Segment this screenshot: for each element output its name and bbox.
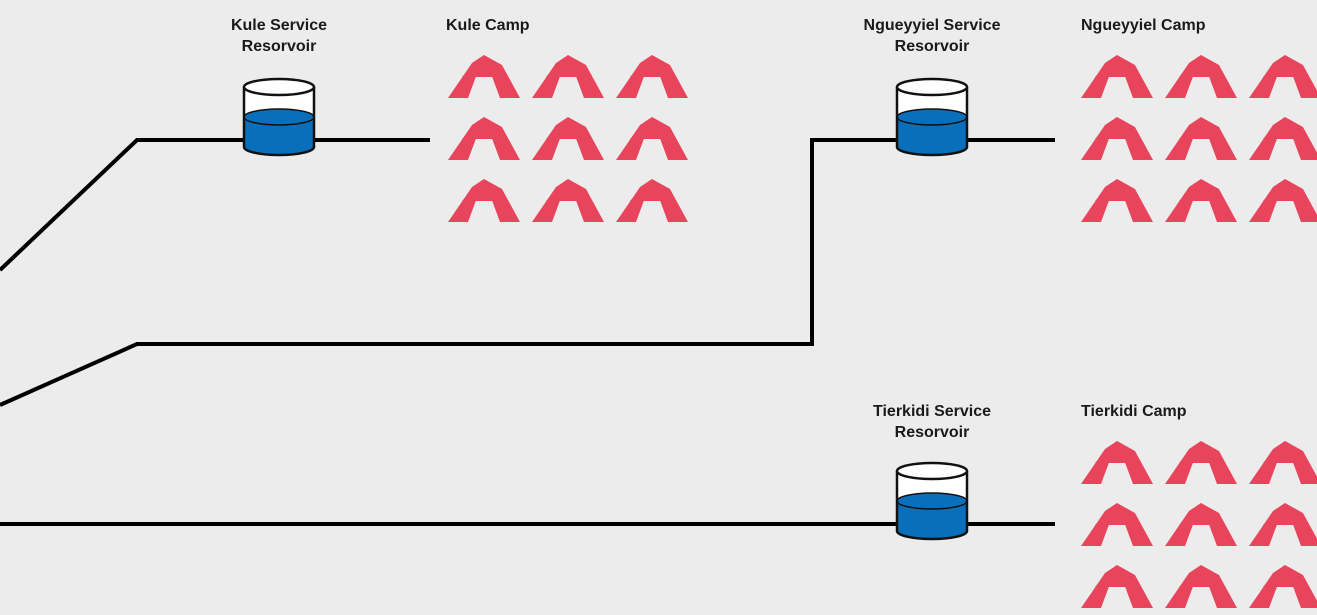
kule-tent-icon [448,55,520,98]
ngueyyiel-reservoir-label-line1: Ngueyyiel Service [863,17,1001,34]
kule-reservoir-label-line2: Resorvoir [241,38,317,55]
kule-tent-icon [616,117,688,160]
tierkidi-reservoir-label-line2: Resorvoir [894,424,970,441]
ngueyyiel-tent-icon [1249,179,1317,222]
kule-tent-icon [616,179,688,222]
tierkidi-camp-label: Tierkidi Camp [1081,403,1187,420]
ngueyyiel-tent-icon [1165,55,1237,98]
pipeline-ngueyyiel [0,138,1055,407]
tierkidi-tent-icon [1165,441,1237,484]
kule-tent-icon [532,179,604,222]
ngueyyiel-tent-icon [1249,117,1317,160]
tierkidi-tent-icon [1081,441,1153,484]
ngueyyiel-tent-icon [1081,117,1153,160]
pipeline-kule [0,138,430,272]
tierkidi-tent-icon [1249,565,1317,608]
kule-tent-icon [532,117,604,160]
tierkidi-reservoir-label: Tierkidi Service Resorvoir [840,401,1024,443]
ngueyyiel-tent-icon [1165,117,1237,160]
tierkidi-tent-icon [1081,503,1153,546]
ngueyyiel-reservoir-label: Ngueyyiel Service Resorvoir [832,15,1032,57]
kule-reservoir-label-line1: Kule Service [230,17,328,34]
kule-tent-icon [616,55,688,98]
tierkidi-tent-icon [1249,441,1317,484]
ngueyyiel-tent-icon [1249,55,1317,98]
tierkidi-tent-icon [1165,503,1237,546]
tierkidi-reservoir-label-line1: Tierkidi Service [873,403,991,420]
kule-water-tank-icon [242,77,316,157]
kule-tent-icon [448,179,520,222]
ngueyyiel-tent-icon [1165,179,1237,222]
kule-camp-label: Kule Camp [446,17,530,34]
tierkidi-tent-icon [1081,565,1153,608]
tierkidi-tent-icon [1249,503,1317,546]
ngueyyiel-camp-label: Ngueyyiel Camp [1081,17,1206,34]
kule-reservoir-label: Kule Service Resorvoir [200,15,358,57]
ngueyyiel-tent-icon [1081,55,1153,98]
tierkidi-water-tank-icon [895,461,969,541]
ngueyyiel-water-tank-icon [895,77,969,157]
kule-tent-icon [448,117,520,160]
tierkidi-tent-icon [1165,565,1237,608]
ngueyyiel-tent-icon [1081,179,1153,222]
ngueyyiel-reservoir-label-line2: Resorvoir [894,38,970,55]
kule-tent-icon [532,55,604,98]
